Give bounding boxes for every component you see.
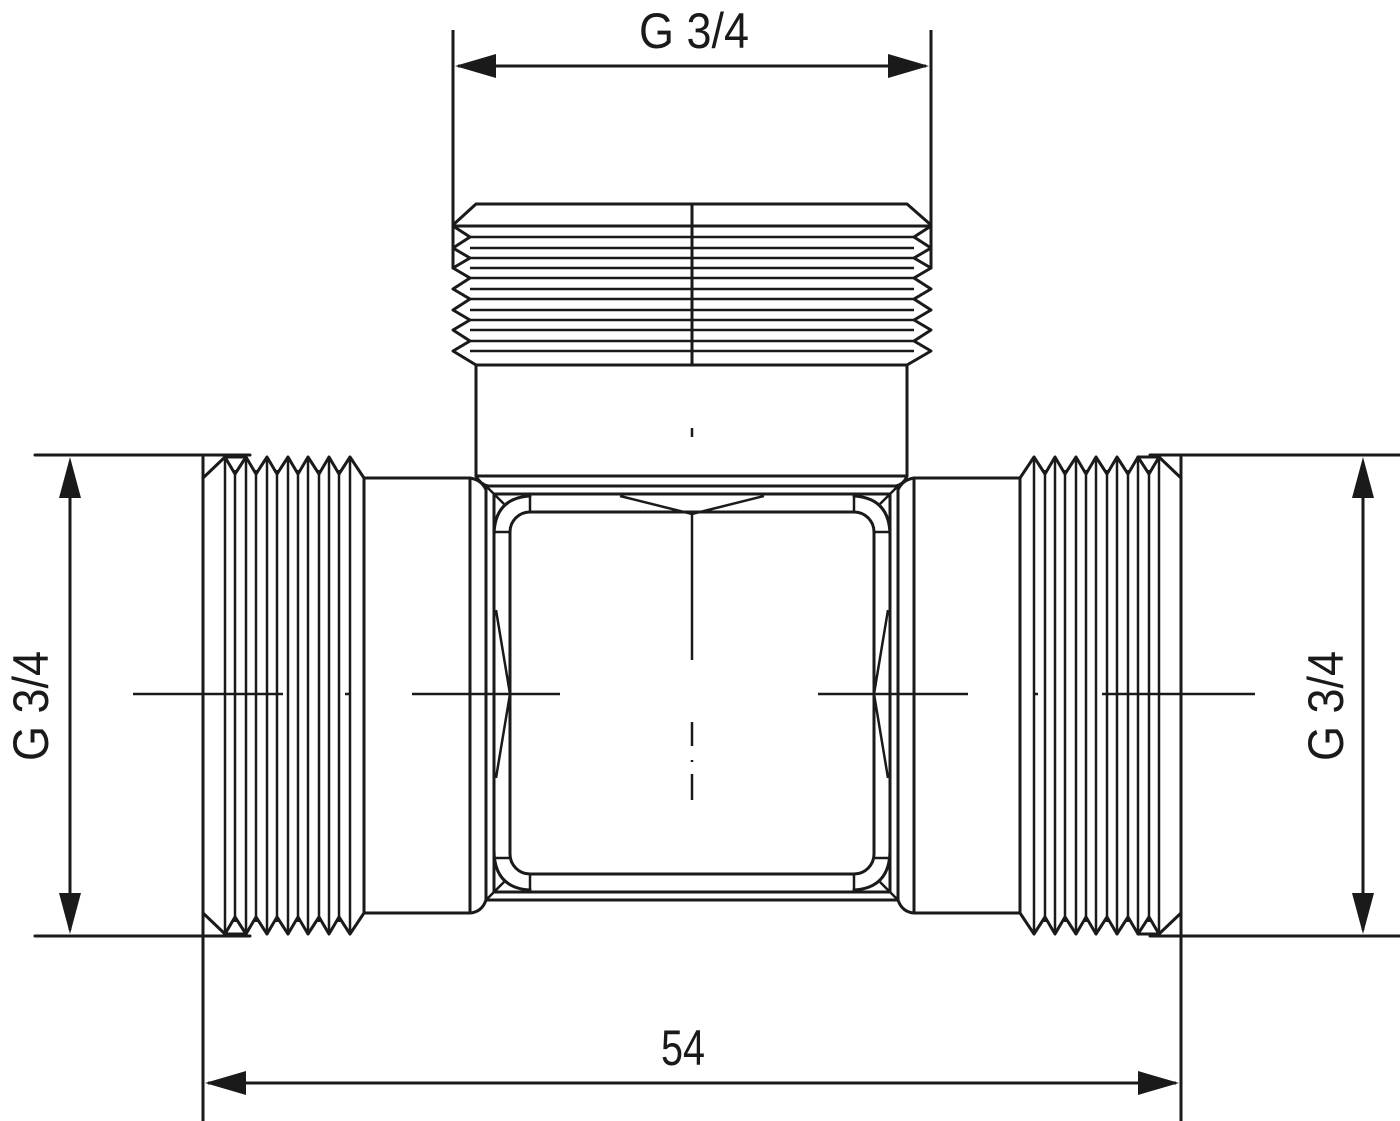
right-dimension: G 3/4 — [1298, 457, 1374, 934]
arrow-left-icon — [205, 1071, 246, 1095]
top-branch — [451, 202, 933, 488]
arrow-right-icon — [1138, 1071, 1179, 1095]
arrow-up-icon — [59, 457, 81, 498]
right-dimension-label: G 3/4 — [1298, 651, 1354, 761]
left-dimension: G 3/4 — [3, 457, 81, 934]
arrow-down-icon — [1352, 893, 1374, 934]
right-branch — [896, 455, 1183, 936]
arrow-down-icon — [59, 893, 81, 934]
arrow-up-icon — [1352, 457, 1374, 498]
left-branch — [201, 455, 488, 936]
top-dimension: G 3/4 — [451, 3, 933, 228]
left-dimension-label: G 3/4 — [3, 651, 59, 761]
body-outline — [33, 453, 1400, 1121]
bottom-dimension-label: 54 — [661, 1020, 705, 1076]
arrow-left-icon — [455, 54, 496, 78]
arrow-right-icon — [888, 54, 929, 78]
top-dimension-label: G 3/4 — [639, 3, 749, 59]
bottom-dimension: 54 — [205, 1020, 1179, 1095]
center-lines — [133, 514, 1255, 800]
